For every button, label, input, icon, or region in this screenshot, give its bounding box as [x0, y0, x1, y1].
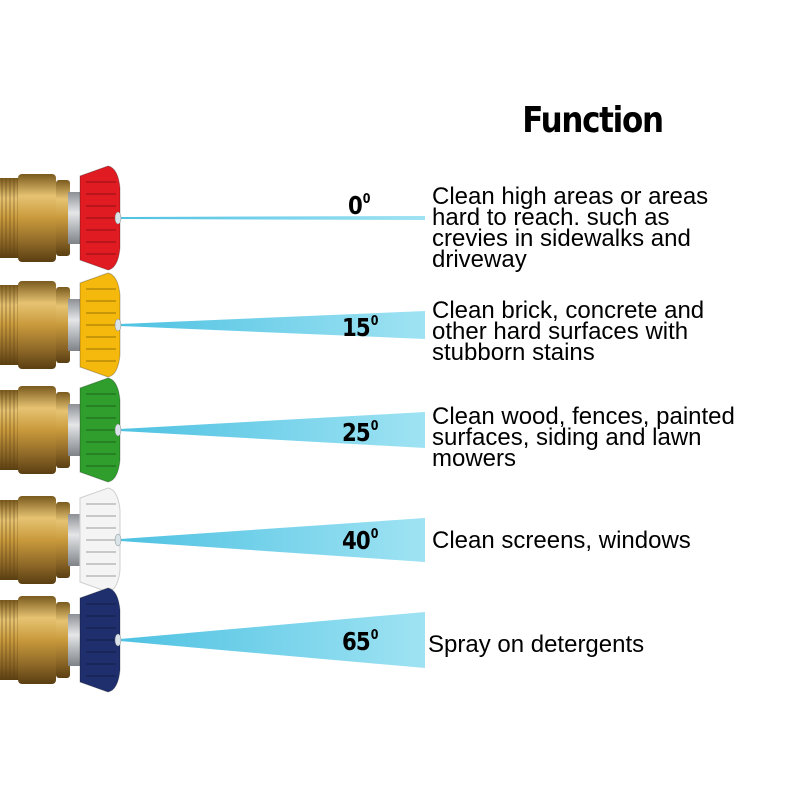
degree-mark: 0	[370, 527, 379, 542]
brass-collar	[56, 180, 70, 256]
description-line: Clean high areas or areas	[432, 183, 709, 210]
angle-label: 650	[342, 627, 378, 656]
nozzle-tip	[79, 377, 121, 483]
nozzle	[0, 272, 122, 378]
function-description: Spray on detergents	[428, 631, 645, 658]
orifice	[114, 633, 122, 647]
angle-label: 150	[342, 313, 378, 342]
angle-value: 25	[342, 418, 371, 447]
brass-collar	[56, 287, 70, 363]
brass-collar	[56, 392, 70, 468]
brass-coupler	[18, 496, 56, 584]
orifice	[114, 318, 122, 332]
description-line: surfaces, siding and lawn	[432, 424, 702, 451]
angle-label: 400	[342, 526, 378, 555]
brass-coupler	[18, 386, 56, 474]
nozzle-tip	[79, 165, 121, 271]
brass-coupler	[18, 281, 56, 369]
angle-label: 250	[342, 418, 378, 447]
description-line: hard to reach. such as	[432, 204, 670, 231]
degree-mark: 0	[362, 192, 371, 207]
spray-cone	[120, 311, 425, 339]
description-line: Clean wood, fences, painted	[432, 403, 735, 430]
angle-value: 65	[342, 627, 371, 656]
degree-mark: 0	[370, 628, 379, 643]
nozzle	[0, 487, 122, 593]
nozzle	[0, 587, 122, 693]
angle-value: 40	[342, 526, 371, 555]
spray-cone	[120, 518, 425, 562]
description-line: Spray on detergents	[428, 631, 645, 658]
description-line: stubborn stains	[432, 339, 595, 366]
description-line: driveway	[432, 246, 527, 273]
orifice	[114, 423, 122, 437]
spray-cone	[120, 216, 425, 220]
description-line: Clean screens, windows	[432, 527, 691, 554]
description-line: mowers	[432, 445, 517, 472]
orifice	[114, 211, 122, 225]
nozzle-tip	[79, 272, 121, 378]
angle-label: 00	[348, 191, 370, 220]
brass-coupler	[18, 596, 56, 684]
nozzle	[0, 377, 122, 483]
description-line: Clean brick, concrete and	[432, 297, 705, 324]
brass-coupler	[18, 174, 56, 262]
degree-mark: 0	[370, 419, 379, 434]
nozzle	[0, 165, 122, 271]
orifice	[114, 533, 122, 547]
spray-cone	[120, 412, 425, 448]
brass-collar	[56, 602, 70, 678]
brass-collar	[56, 502, 70, 578]
angle-value: 0	[348, 191, 363, 220]
nozzle-tip	[79, 587, 121, 693]
function-description: Clean screens, windows	[432, 527, 691, 554]
page-title: Function	[522, 100, 664, 141]
degree-mark: 0	[370, 314, 379, 329]
description-line: crevies in sidewalks and	[432, 225, 691, 252]
spray-cone	[120, 612, 425, 668]
description-line: other hard surfaces with	[432, 318, 689, 345]
angle-value: 15	[342, 313, 371, 342]
